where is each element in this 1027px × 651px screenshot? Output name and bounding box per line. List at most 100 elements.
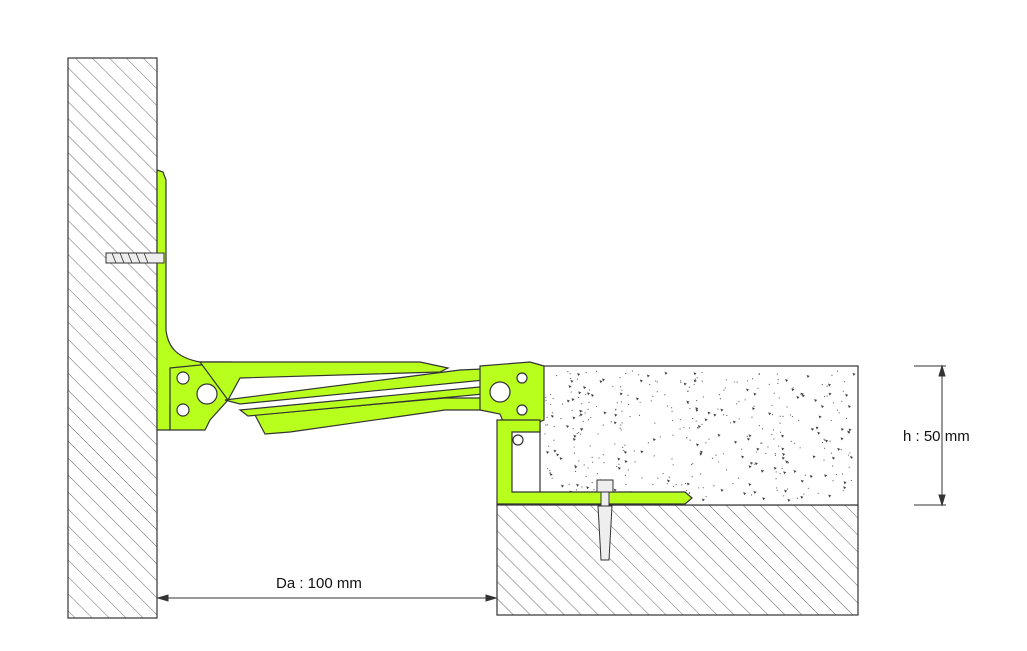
aggregate-speck [574,470,577,473]
aggregate-speck [695,420,697,422]
aggregate-speck [650,400,652,402]
aggregate-speck [622,446,624,449]
aggregate-speck [775,471,777,473]
aggregate-speck [785,378,789,382]
aggregate-speck [591,393,595,397]
aggregate-speck [603,462,605,464]
aggregate-speck [614,409,617,411]
aggregate-speck [598,457,600,459]
aggregate-speck [550,403,552,406]
aggregate-speck [656,381,658,383]
screed-aggregate-texture [544,370,856,502]
aggregate-speck [701,423,703,425]
aggregate-speck [614,413,618,417]
aggregate-speck [617,457,621,461]
aggregate-speck [850,455,854,459]
aggregate-speck [777,382,779,384]
aggregate-speck [590,416,592,419]
aggregate-speck [744,399,746,401]
aggregate-speck [734,440,738,444]
aggregate-speck [587,408,589,410]
aggregate-speck [559,457,563,461]
aggregate-speck [576,432,578,435]
aggregate-speck [596,473,598,475]
aggregate-speck [821,405,825,409]
aggregate-speck [570,377,572,380]
aggregate-speck [627,403,630,406]
aggregate-speck [776,489,778,491]
aggregate-speck [581,403,583,405]
aggregate-speck [570,379,574,383]
aggregate-speck [545,399,547,401]
aggregate-speck [781,456,785,460]
aggregate-speck [610,421,612,423]
aggregate-speck [781,467,783,469]
aggregate-speck [831,465,834,467]
aggregate-speck [746,388,750,392]
aggregate-speck [572,416,576,420]
aggregate-speck [653,455,655,457]
aggregate-speck [621,422,623,424]
aggregate-speck [806,375,810,379]
aggregate-speck [701,498,705,502]
aggregate-speck [683,427,685,429]
aggregate-speck [711,457,714,459]
aggregate-speck [568,385,572,389]
aggregate-speck [629,415,631,418]
aggregate-speck [599,380,603,384]
aggregate-speck [652,438,656,442]
aggregate-speck [636,397,640,401]
aggregate-speck [823,438,825,440]
aggregate-speck [751,407,755,411]
aggregate-speck [547,467,549,470]
aggregate-speck [647,442,649,444]
aggregate-speck [761,428,764,430]
aggregate-speck [781,447,785,451]
aggregate-speck [588,389,590,391]
aggregate-speck [807,487,809,489]
aggregate-speck [657,477,659,479]
aggregate-speck [547,445,550,447]
aggregate-speck [847,430,851,434]
aggregate-speck [574,465,578,469]
aggregate-speck [549,470,551,472]
aggregate-speck [545,424,547,426]
aggregate-speck [639,379,643,383]
aggregate-speck [689,439,691,441]
aggregate-speck [779,431,782,433]
aggregate-speck [577,396,580,399]
aggregate-speck [755,451,758,453]
aggregate-speck [670,407,673,409]
aggregate-speck [597,433,599,435]
aggregate-speck [582,420,584,422]
aggregate-speck [707,411,711,415]
aggregate-speck [572,438,576,442]
aggregate-speck [713,485,715,487]
aggregate-speck [616,402,618,404]
aggregate-speck [623,449,625,451]
aggregate-speck [595,405,598,408]
aggregate-speck [672,485,675,487]
aggregate-speck [762,497,766,501]
aggregate-speck [774,452,776,455]
aggregate-speck [771,404,773,407]
aggregate-speck [684,482,687,485]
aggregate-speck [671,458,673,460]
aggregate-speck [577,432,580,434]
aggregate-speck [837,447,841,451]
left-wall-section [67,57,158,619]
aggregate-speck [572,428,574,430]
aggregate-speck [736,381,738,383]
aggregate-speck [631,370,634,372]
aggregate-speck [778,445,780,447]
aggregate-speck [803,493,805,495]
aggregate-speck [732,482,734,485]
aggregate-speck [692,463,694,465]
aggregate-speck [688,427,691,429]
aggregate-speck [840,437,844,441]
aggregate-speck [621,410,623,412]
aggregate-speck [545,396,547,398]
aggregate-speck [849,452,851,454]
aggregate-speck [784,489,788,493]
aggregate-speck [725,469,728,471]
